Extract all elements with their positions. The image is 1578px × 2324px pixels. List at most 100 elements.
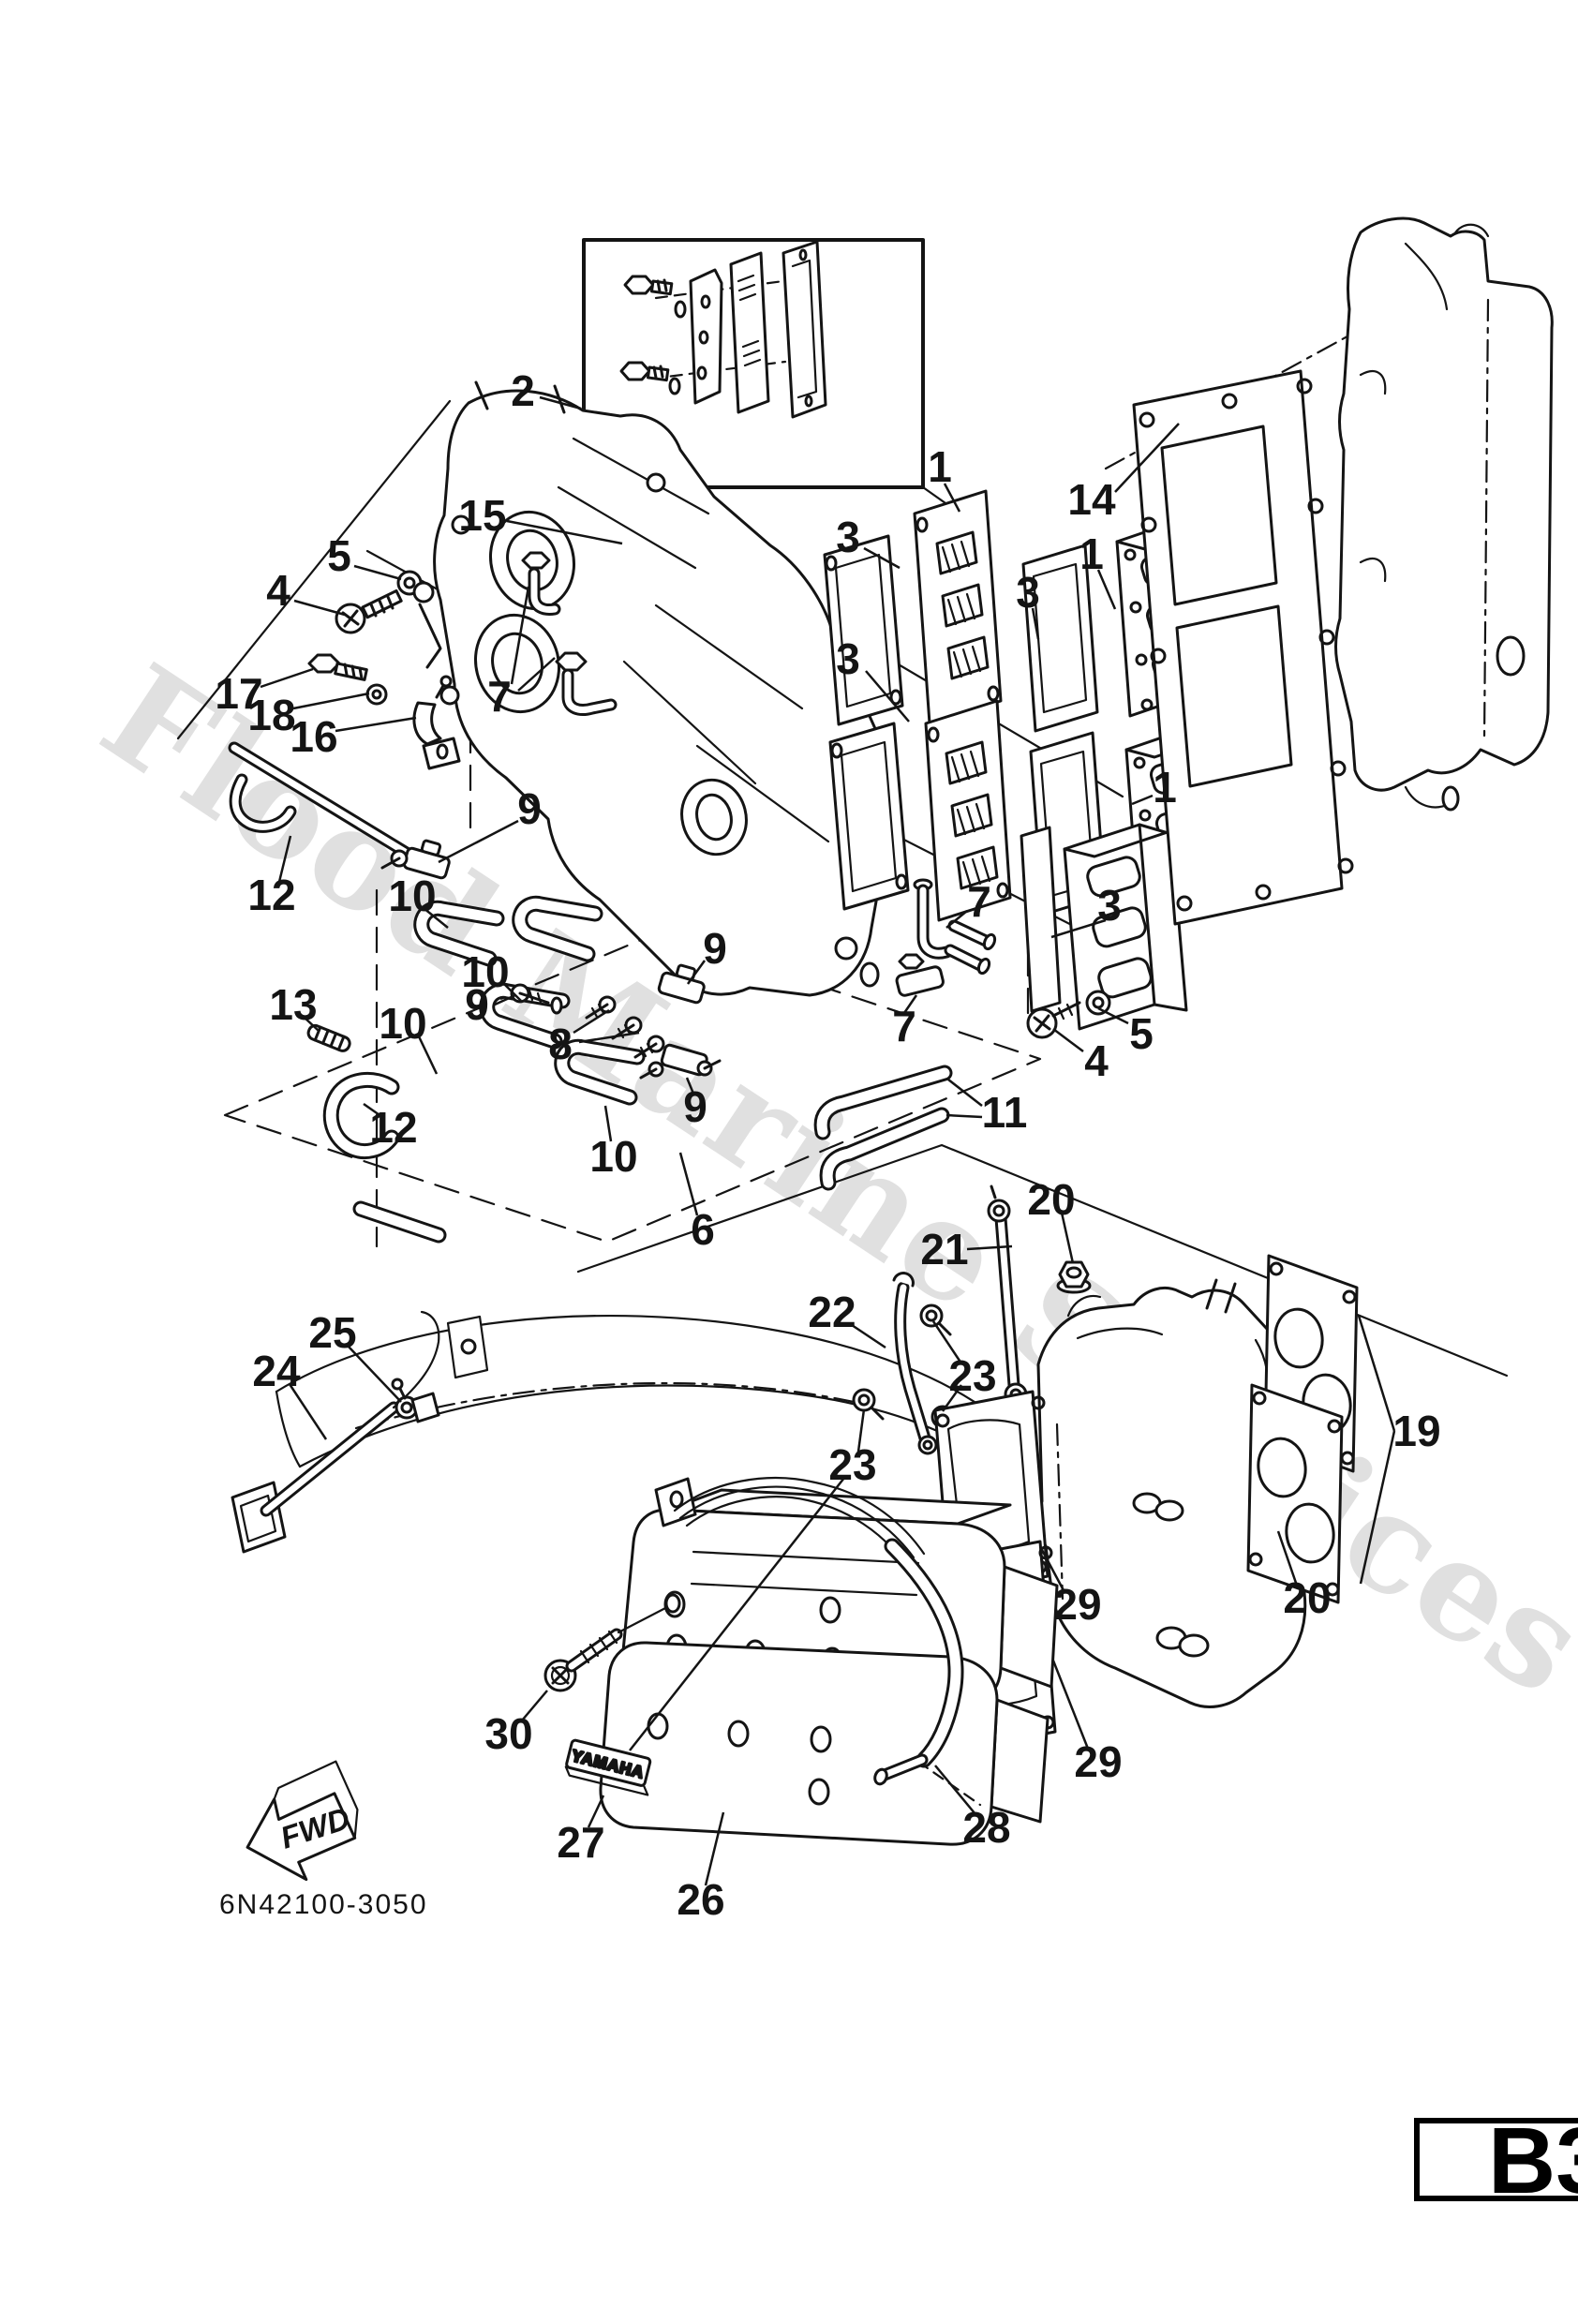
inset-reed-plate bbox=[729, 251, 770, 414]
leader-line-29 bbox=[1040, 1549, 1066, 1593]
callout-12: 12 bbox=[247, 871, 295, 919]
gasket-14 bbox=[1132, 369, 1354, 926]
callout-24: 24 bbox=[252, 1347, 301, 1395]
leader-line-22 bbox=[848, 1321, 886, 1349]
callout-3: 3 bbox=[836, 634, 860, 683]
gasket-3-stack bbox=[823, 534, 1107, 1013]
leader-line-23 bbox=[629, 1477, 845, 1751]
rod-24 bbox=[231, 1310, 440, 1554]
callout-10: 10 bbox=[388, 872, 436, 920]
leader-line-20 bbox=[1060, 1212, 1075, 1264]
intake-manifold-body bbox=[412, 380, 895, 997]
callout-23: 23 bbox=[948, 1351, 996, 1400]
callout-4: 4 bbox=[1084, 1036, 1109, 1085]
intake-silencer bbox=[599, 1477, 1059, 1846]
gaskets-19 bbox=[1246, 1254, 1359, 1604]
leader-line-3 bbox=[865, 670, 910, 723]
callout-14: 14 bbox=[1067, 475, 1116, 524]
callout-29: 29 bbox=[1074, 1737, 1122, 1786]
callout-13: 13 bbox=[269, 980, 317, 1029]
leader-line-9 bbox=[494, 993, 516, 1006]
callout-15: 15 bbox=[458, 491, 506, 540]
callout-7: 7 bbox=[892, 1002, 916, 1050]
leader-line-26 bbox=[704, 1811, 725, 1886]
leader-line-1 bbox=[1096, 569, 1117, 610]
clamp-16 bbox=[412, 675, 461, 770]
callout-21: 21 bbox=[920, 1225, 968, 1274]
lower-intake-manifold bbox=[1036, 1278, 1314, 1708]
callout-3: 3 bbox=[1097, 881, 1122, 930]
elbow-7-right bbox=[895, 878, 997, 997]
leader-line-23 bbox=[931, 1320, 963, 1364]
leader-line-3 bbox=[1050, 918, 1107, 939]
union-9b bbox=[657, 963, 706, 1005]
page-code-badge: B3 bbox=[1414, 2108, 1578, 2213]
callout-30: 30 bbox=[484, 1709, 532, 1758]
leader-line-29 bbox=[1051, 1660, 1090, 1750]
leader-line-18 bbox=[292, 692, 370, 710]
leader-line-7 bbox=[902, 994, 918, 1014]
callout-25: 25 bbox=[308, 1308, 356, 1357]
part-code: 6N42100-3050 bbox=[219, 1889, 428, 1920]
callout-28: 28 bbox=[962, 1803, 1010, 1852]
leader-line-10 bbox=[603, 1105, 613, 1142]
washer-5-right bbox=[1085, 990, 1111, 1016]
leader-line-7 bbox=[510, 586, 530, 685]
leader-line-10 bbox=[416, 1034, 439, 1075]
callout-22: 22 bbox=[808, 1288, 856, 1336]
leader-line-19 bbox=[1357, 1315, 1396, 1432]
callout-12: 12 bbox=[369, 1103, 417, 1152]
leader-line-7 bbox=[945, 910, 968, 929]
hose-28 bbox=[873, 1538, 964, 1786]
callout-9: 9 bbox=[683, 1082, 707, 1131]
leader-line-14 bbox=[1114, 423, 1180, 493]
stud-13 bbox=[306, 1023, 351, 1052]
leader-line-21 bbox=[966, 1244, 1013, 1251]
leader-line-9 bbox=[685, 1077, 695, 1095]
pipe-12-upper bbox=[228, 741, 438, 874]
inset-cover bbox=[782, 240, 827, 419]
leader-line-5 bbox=[1097, 1006, 1129, 1025]
nut-20-upper bbox=[1056, 1260, 1092, 1294]
link-rod-22 bbox=[892, 1272, 938, 1455]
callout-17: 17 bbox=[215, 669, 262, 718]
fwd-arrow-icon: FWD bbox=[246, 1760, 359, 1882]
leader-line-3 bbox=[863, 546, 901, 570]
page-code: B3 bbox=[1488, 2108, 1578, 2213]
inset-plate bbox=[689, 268, 723, 405]
inset-bolt-icon bbox=[619, 275, 687, 395]
leader-line-15 bbox=[506, 519, 623, 545]
leader-line-19 bbox=[1359, 1430, 1396, 1585]
callout-3: 3 bbox=[836, 513, 860, 561]
union-9a bbox=[380, 839, 451, 880]
leader-line-6 bbox=[678, 1152, 699, 1216]
callout-9: 9 bbox=[703, 924, 727, 973]
leader-line-25 bbox=[347, 1345, 402, 1403]
callout-1: 1 bbox=[1079, 529, 1104, 578]
leader-line-20 bbox=[1276, 1530, 1299, 1587]
callout-18: 18 bbox=[247, 691, 295, 739]
leader-line-3 bbox=[1031, 607, 1040, 640]
bolt-30 bbox=[543, 1593, 681, 1692]
reed-plate-1-upper bbox=[913, 489, 1003, 725]
callout-26: 26 bbox=[677, 1875, 724, 1924]
callout-19: 19 bbox=[1392, 1407, 1440, 1455]
reed-plate-1-lower bbox=[924, 699, 1012, 922]
callout-3: 3 bbox=[1016, 568, 1040, 617]
leader-line-4 bbox=[293, 599, 346, 617]
leader-line-13 bbox=[303, 1016, 320, 1032]
diagram-line-art: YAMAHA bbox=[176, 216, 1554, 1846]
callout-2: 2 bbox=[511, 366, 535, 415]
leader-line-23 bbox=[856, 1408, 866, 1452]
callout-9: 9 bbox=[465, 980, 489, 1029]
leader-line-9 bbox=[686, 960, 707, 985]
callout-7: 7 bbox=[487, 672, 512, 721]
leader-line-9 bbox=[438, 819, 519, 864]
leader-line-7 bbox=[517, 657, 556, 692]
callout-7: 7 bbox=[967, 877, 991, 926]
callout-8: 8 bbox=[548, 1020, 573, 1068]
screw-4-left bbox=[335, 588, 403, 634]
leader-line-24 bbox=[288, 1383, 328, 1440]
callout-23: 23 bbox=[828, 1440, 876, 1489]
